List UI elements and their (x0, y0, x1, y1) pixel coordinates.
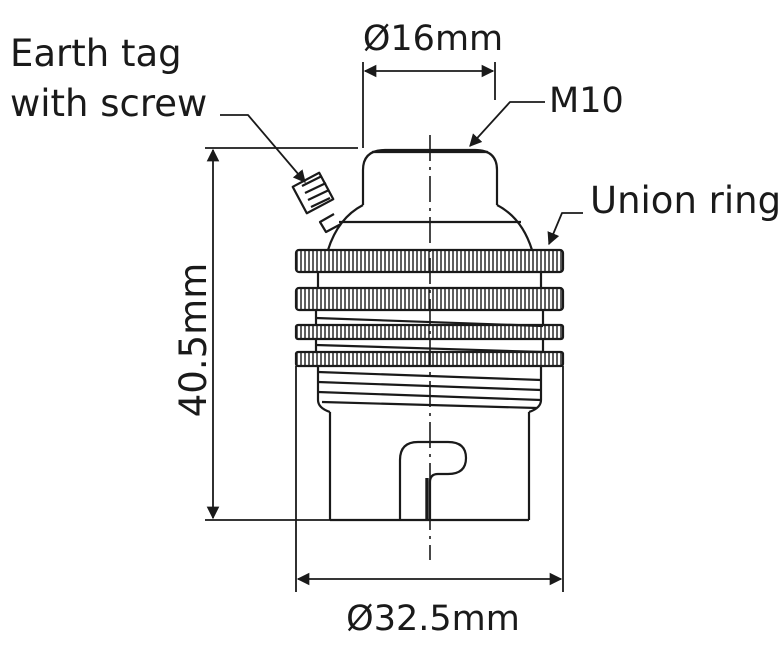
top-diameter-dimension (362, 62, 496, 148)
union-ring-leader (547, 212, 583, 246)
earth-tag-screw (291, 171, 342, 234)
earth-tag-label-line2: with screw (10, 82, 207, 125)
base-diameter-label: Ø32.5mm (346, 599, 520, 639)
bayonet-slot (398, 440, 468, 520)
top-diameter-label: Ø16mm (363, 19, 503, 59)
thread-size-label: M10 (549, 81, 624, 121)
height-dimension (205, 147, 358, 521)
union-ring-label: Union ring (590, 179, 781, 222)
height-label: 40.5mm (172, 263, 215, 417)
base-diameter-dimension (295, 366, 564, 592)
earth-tag-leader (220, 114, 306, 183)
earth-tag-label-line1: Earth tag (10, 32, 182, 75)
m10-leader (469, 101, 545, 147)
